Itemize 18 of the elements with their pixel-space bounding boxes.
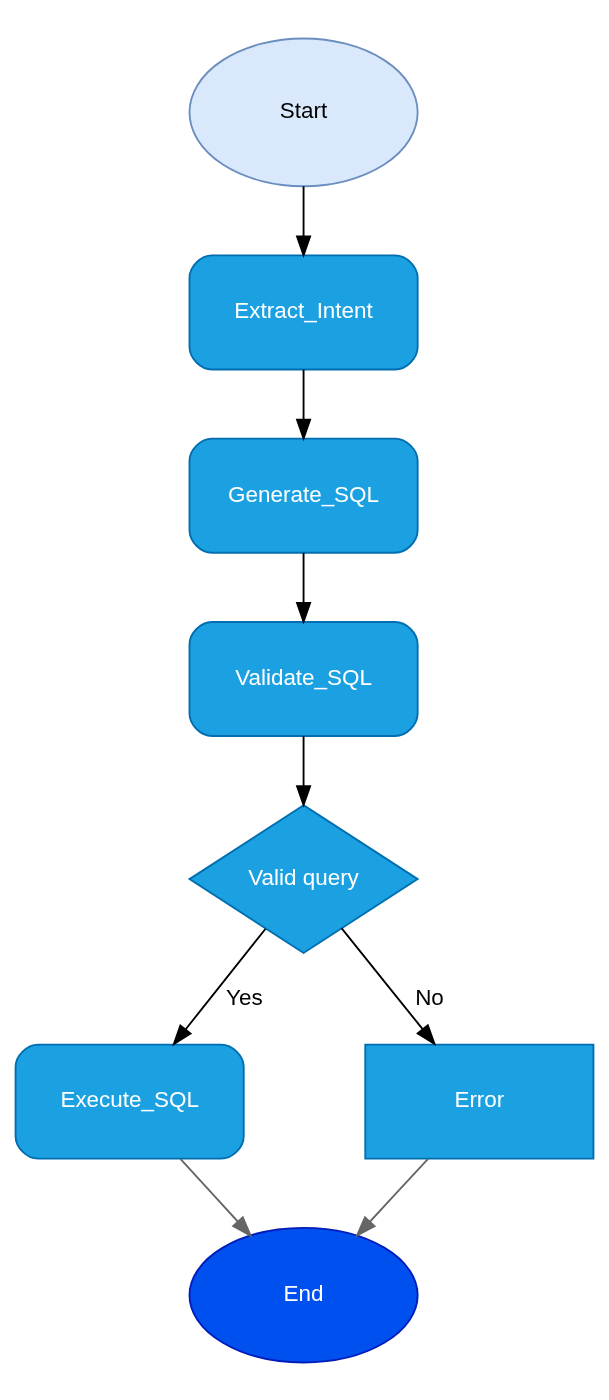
node-box: Error (364, 1043, 595, 1160)
node-ellipse: End (188, 1226, 419, 1363)
arrow (295, 551, 312, 624)
node-diamond: Valid query (187, 803, 420, 954)
node-box: Generate_SQL (188, 437, 419, 554)
arrow (172, 927, 267, 1046)
arrow (295, 734, 312, 808)
node-box: Execute_SQL (14, 1043, 245, 1160)
arrow (340, 927, 437, 1046)
arrow (355, 1157, 429, 1238)
arrow (295, 368, 312, 441)
arrow (295, 184, 312, 258)
arrow (179, 1157, 253, 1238)
node-box: Extract_Intent (188, 253, 419, 370)
node-box: Validate_SQL (188, 620, 419, 737)
edge-label: Yes (226, 984, 263, 1010)
node-ellipse: Start (188, 37, 419, 187)
edge-label: No (415, 984, 444, 1010)
